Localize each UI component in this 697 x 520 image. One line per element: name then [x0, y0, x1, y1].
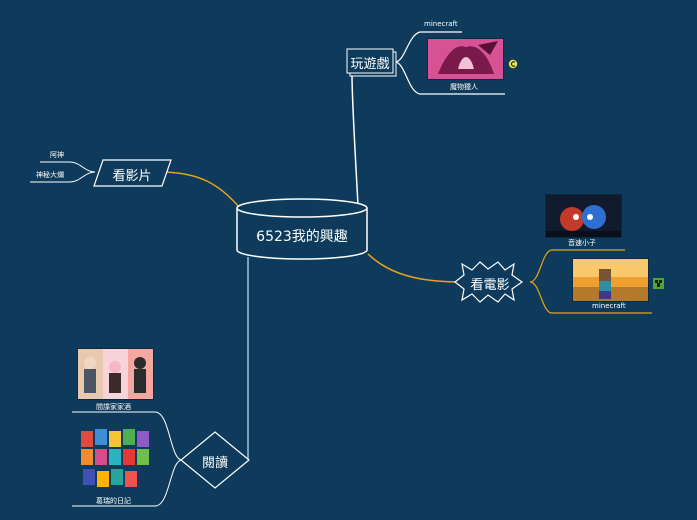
- link-center-games: [351, 74, 359, 206]
- minecraft-block-icon: [653, 278, 664, 289]
- c-icon: [508, 59, 518, 69]
- games-label: 玩遊戲: [350, 57, 390, 72]
- bracket-films: [30, 161, 96, 183]
- leaf-films-asin[interactable]: 阿神: [50, 151, 64, 159]
- spy-family-image: [77, 348, 154, 400]
- monster-hunter-image: [427, 38, 504, 80]
- games-node[interactable]: [346, 48, 397, 77]
- reading-node[interactable]: [180, 431, 250, 489]
- bracket-reading: [72, 411, 183, 507]
- bracket-movies: [529, 249, 652, 314]
- movies-label: 看電影: [470, 278, 510, 293]
- movies-node[interactable]: [454, 261, 524, 303]
- wimpy-kid-image: [77, 427, 152, 492]
- center-label: 6523我的興趣: [256, 229, 348, 245]
- leaf-reading-spy-family[interactable]: 間諜家家酒: [96, 403, 131, 411]
- reading-label: 閱讀: [201, 456, 228, 471]
- leaf-movies-sonic[interactable]: 音速小子: [568, 239, 596, 247]
- minecraft-movie-image: [572, 258, 649, 302]
- films-label: 看影片: [112, 169, 152, 184]
- link-center-movies: [367, 253, 463, 283]
- link-center-films: [159, 171, 241, 209]
- leaf-movies-minecraft[interactable]: minecraft: [592, 302, 626, 310]
- center-node[interactable]: [236, 198, 368, 260]
- leaf-films-shenmi[interactable]: 神秘大爛: [36, 171, 64, 179]
- films-node[interactable]: [93, 159, 172, 187]
- leaf-games-monster-hunter[interactable]: 魔物獵人: [450, 83, 478, 91]
- leaf-reading-wimpy-kid[interactable]: 葛瑞的日記: [96, 497, 131, 505]
- leaf-games-minecraft[interactable]: minecraft: [424, 20, 458, 28]
- sonic-image: [545, 194, 622, 238]
- bracket-games: [394, 31, 505, 95]
